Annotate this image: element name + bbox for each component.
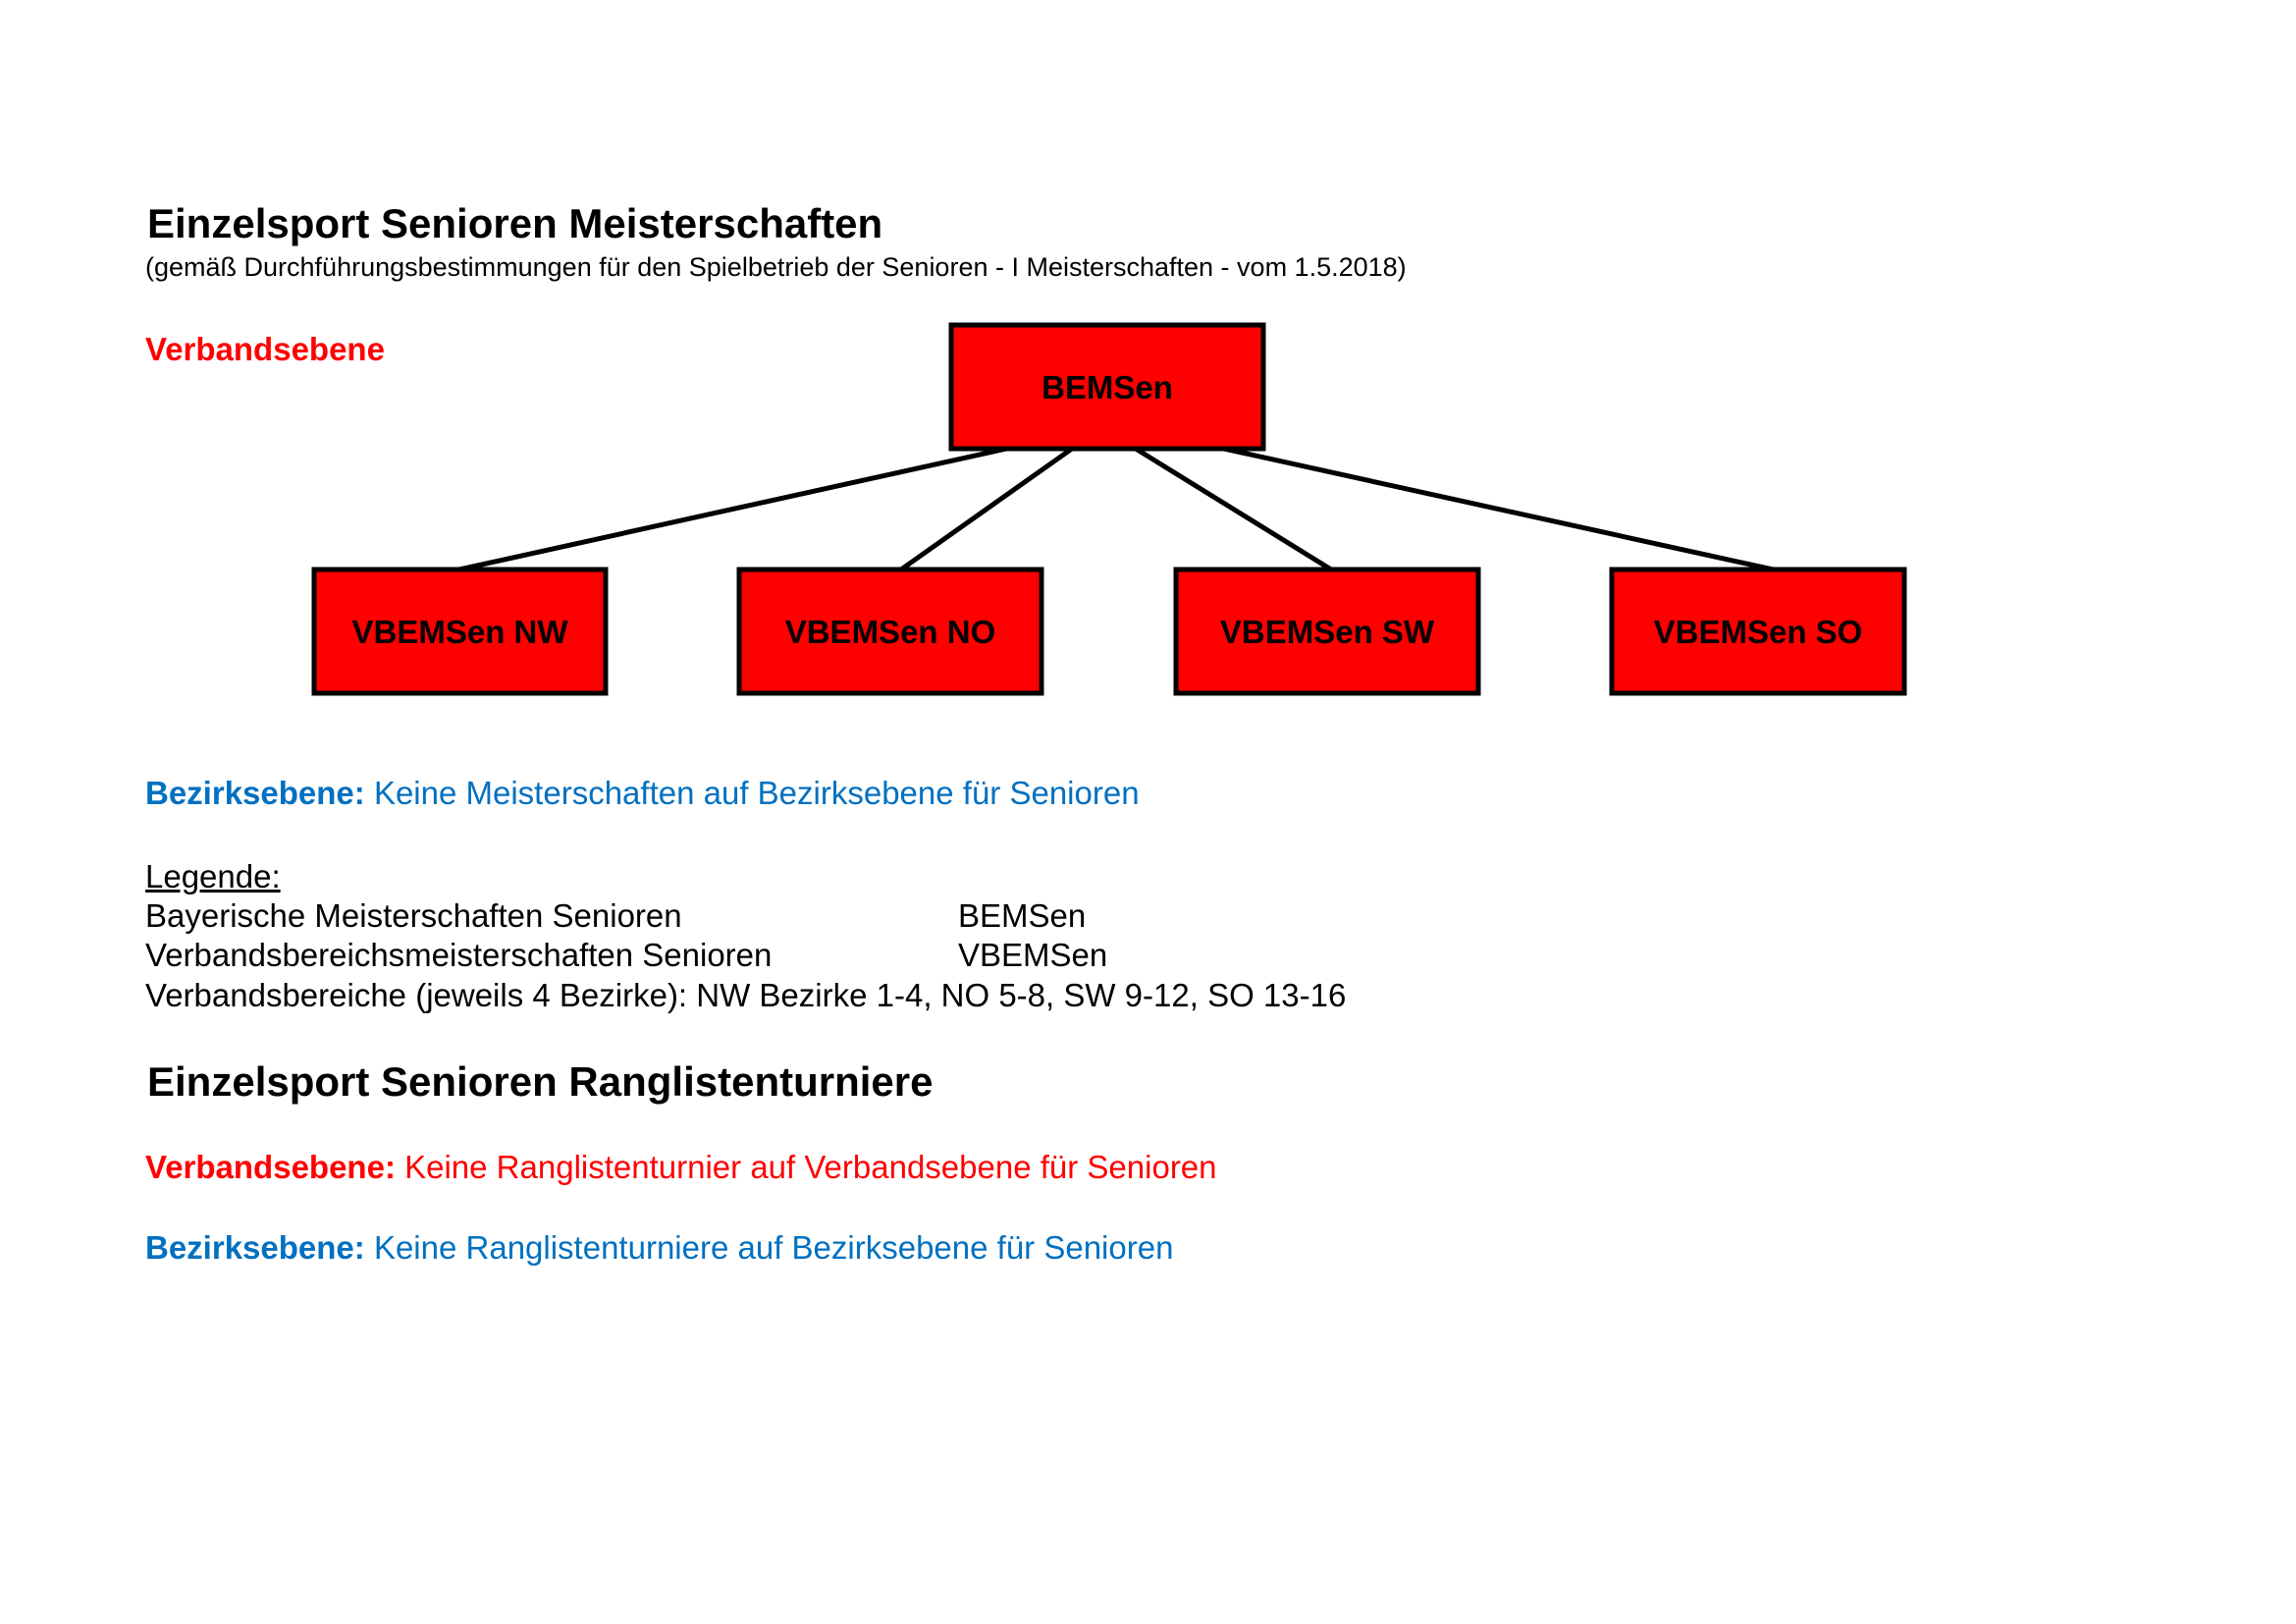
legend-abbr-1: BEMSen [958,897,1087,934]
section2-title: Einzelsport Senioren Ranglistenturniere [147,1058,934,1105]
section1-bezirk-line: Bezirksebene: Keine Meisterschaften auf … [145,777,1140,809]
section2-bezirk-label: Bezirksebene: [145,1229,365,1266]
section2-bezirk-line: Bezirksebene: Keine Ranglistenturniere a… [145,1231,1173,1264]
node-bemsen-label: BEMSen [1041,369,1173,406]
connector-line-2 [899,446,1074,572]
node-vbemsen-no-box [736,567,1044,696]
section1-title: Einzelsport Senioren Meisterschaften [147,200,883,246]
section2-verband-line: Verbandsebene: Keine Ranglistenturnier a… [145,1151,1217,1183]
legend-abbr-2: VBEMSen [958,937,1108,973]
section2-bezirk-text: Keine Ranglistenturniere auf Bezirkseben… [373,1229,1174,1266]
section2-verband-text: Keine Ranglistenturnier auf Verbandseben… [404,1149,1217,1185]
section1-bezirk-text: Keine Meisterschaften auf Bezirksebene f… [373,775,1140,811]
connector-line-1 [458,446,1007,572]
node-vbemsen-so-label: VBEMSen SO [1654,614,1863,650]
node-vbemsen-nw-box [311,567,609,696]
section1-subtitle: (gemäß Durchführungsbestimmungen für den… [145,252,1407,282]
legend-note: Verbandsbereiche (jeweils 4 Bezirke): NW… [145,977,1347,1013]
node-bemsen: BEMSen [948,322,1266,452]
node-vbemsen-nw: VBEMSen NW [311,567,609,696]
section1-bezirk-label: Bezirksebene: [145,775,365,811]
node-vbemsen-nw-label: VBEMSen NW [351,614,568,650]
connector-line-4 [1223,446,1774,572]
connector-line-3 [1134,446,1333,572]
node-vbemsen-no-label: VBEMSen NO [785,614,996,650]
node-vbemsen-sw-label: VBEMSen SW [1220,614,1435,650]
connector-lines [458,446,1774,572]
node-vbemsen-so-box [1609,567,1907,696]
legend-term-2: Verbandsbereichsmeisterschaften Senioren [145,937,773,973]
verbandsebene-label: Verbandsebene [145,331,385,367]
legend-term-1: Bayerische Meisterschaften Senioren [145,897,682,934]
node-bemsen-box [948,322,1266,452]
legend-title: Legende: [145,858,281,894]
node-vbemsen-sw: VBEMSen SW [1173,567,1481,696]
node-vbemsen-so: VBEMSen SO [1609,567,1907,696]
node-vbemsen-sw-box [1173,567,1481,696]
node-vbemsen-no: VBEMSen NO [736,567,1044,696]
section2-verband-label: Verbandsebene: [145,1149,396,1185]
